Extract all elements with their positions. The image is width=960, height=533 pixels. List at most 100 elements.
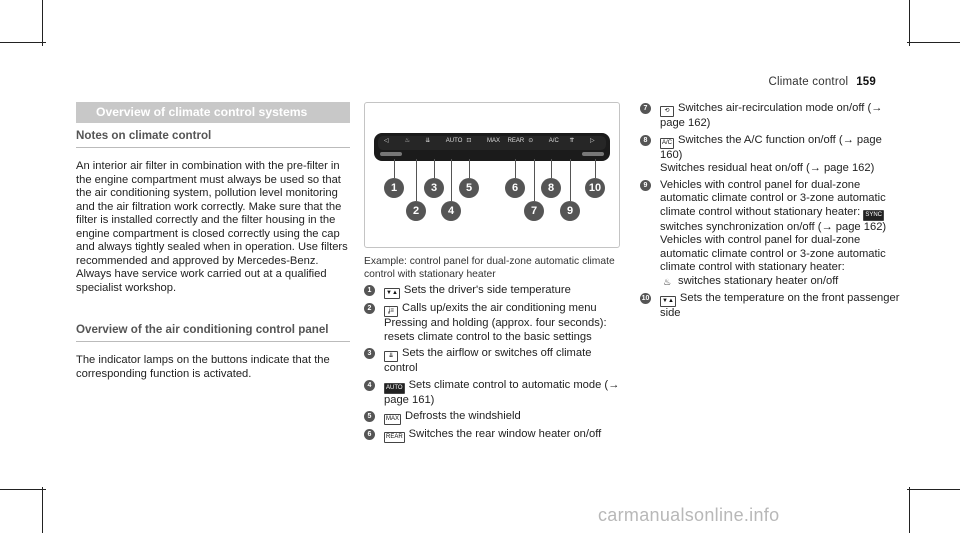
callout-marker-5: 5 <box>459 178 479 198</box>
button-icon: ▼▲ <box>660 295 676 307</box>
callout-list-right: 7 ⟲Switches air-recirculation mode on/off… <box>640 102 902 320</box>
figure-caption: Example: control panel for dual-zone aut… <box>364 256 615 280</box>
running-header: Climate control 159 <box>769 76 877 88</box>
callout-list-middle: 1 ▼▲Sets the driver's side temperature 2 ʝ≡… <box>364 284 626 443</box>
section-title: Overview of climate control systems <box>76 102 350 123</box>
panel-button-glyph: AUTO <box>445 138 463 144</box>
column-left: Overview of climate control systems Note… <box>76 102 350 381</box>
callout-marker-1: 1 <box>384 178 404 198</box>
callout-text: Sets the driver's side temperature <box>403 284 571 296</box>
callout-text: Vehicles with control panel for dual-zon… <box>660 178 886 218</box>
button-icon: ⇊ <box>384 351 398 362</box>
callout-number: 6 <box>364 429 375 440</box>
panel-button-glyph: ⇈ <box>569 138 575 144</box>
callout-item-3: 3 ⇊Sets the airflow or switches off clima… <box>364 347 626 376</box>
panel-button-glyph: ⊡ <box>466 138 472 144</box>
sync-button-icon: SYNC <box>863 209 885 221</box>
callout-number: 9 <box>640 179 651 191</box>
callout-marker-10: 10 <box>585 178 605 198</box>
callout-text: Sets climate control to automatic mode (… <box>384 378 620 406</box>
crop-mark <box>907 489 960 490</box>
callout-item-2: 2 ʝ≡ Calls up/exits the air conditioning m… <box>364 302 626 344</box>
crop-mark <box>0 42 46 43</box>
panel-button-glyph: REAR <box>507 138 525 144</box>
button-icon: ⟲ <box>660 106 674 117</box>
callout-text: Switches air-recirculation mode on/off (… <box>660 102 883 129</box>
panel-button-glyph: A/C <box>548 138 559 144</box>
callout-text: switches synchronization on/off (→ page … <box>660 220 887 233</box>
callout-text: switches stationary heater on/off <box>678 274 839 287</box>
callout-leader-line <box>469 159 470 178</box>
callout-marker-3: 3 <box>424 178 444 198</box>
crop-mark <box>907 42 960 43</box>
callout-extra-text: Switches residual heat on/off (→ page 16… <box>660 162 875 174</box>
callout-marker-8: 8 <box>541 178 561 198</box>
callout-text: Defrosts the windshield <box>405 410 521 422</box>
callout-text: Switches the A/C function on/off (→ page… <box>660 133 882 161</box>
callout-text-variant: Vehicles with control panel for dual-zon… <box>660 234 886 273</box>
panel-heading: Overview of the air conditioning control… <box>76 323 350 342</box>
watermark: carmanualsonline.info <box>598 505 780 525</box>
callout-text: Sets the airflow or switches off climate… <box>384 347 592 374</box>
callout-item-10: 10 ▼▲Sets the temperature on the front pa… <box>640 292 902 321</box>
callout-number: 7 <box>640 103 651 114</box>
callout-leader-line <box>570 159 571 201</box>
panel-button-strip: ◁ ♨ ⇊ AUTO⊡ MAX REAR⊙ A/C ⇈ ▷ <box>378 136 606 150</box>
panel-button-glyph: ◁ <box>384 138 389 144</box>
callout-text-variant-line: ♨ switches stationary heater on/off <box>660 275 902 289</box>
callout-number: 8 <box>640 134 651 146</box>
callout-text: Sets the temperature on the front passen… <box>660 291 900 319</box>
notes-heading: Notes on climate control <box>76 129 350 148</box>
callout-number: 4 <box>364 379 375 391</box>
button-icon: AUTO <box>384 382 405 394</box>
panel-slider-bar <box>380 152 402 156</box>
callout-leader-line <box>416 159 417 201</box>
button-icon: A/C <box>660 137 675 149</box>
callout-leader-line <box>595 159 596 178</box>
button-icon: REAR <box>384 432 405 443</box>
stationary-heater-icon: ♨ <box>662 276 672 287</box>
callout-item-1: 1 ▼▲Sets the driver's side temperature <box>364 284 626 299</box>
callout-leader-line <box>434 159 435 178</box>
panel-button-glyph: MAX <box>487 138 501 144</box>
callout-marker-7: 7 <box>524 201 544 221</box>
header-section: Climate control <box>768 76 849 88</box>
panel-button-glyph: ♨ <box>404 138 410 144</box>
panel-button-glyph: ▷ <box>590 138 595 144</box>
callout-text: Switches the rear window heater on/off <box>408 428 602 440</box>
button-icon: ▼▲ <box>384 288 400 299</box>
callout-item-7: 7 ⟲Switches air-recirculation mode on/off… <box>640 102 902 131</box>
crop-mark <box>0 489 46 490</box>
panel-button-glyph: ⊙ <box>528 138 534 144</box>
crop-mark <box>42 487 43 533</box>
climate-control-panel: ◁ ♨ ⇊ AUTO⊡ MAX REAR⊙ A/C ⇈ ▷ <box>374 133 610 161</box>
panel-button-glyph: ⇊ <box>425 138 431 144</box>
callout-leader-line <box>551 159 552 178</box>
callout-number: 2 <box>364 303 375 314</box>
callout-leader-line <box>394 159 395 178</box>
notes-paragraph: An interior air filter in combination wi… <box>76 160 348 294</box>
panel-paragraph: The indicator lamps on the buttons indic… <box>76 354 330 380</box>
callout-leader-line <box>534 159 535 201</box>
callout-number: 1 <box>364 285 375 296</box>
callout-marker-9: 9 <box>560 201 580 221</box>
crop-mark <box>42 0 43 46</box>
callout-number: 3 <box>364 348 375 359</box>
callout-extra-text: Pressing and holding (approx. four secon… <box>384 317 607 343</box>
page-number: 159 <box>856 76 876 88</box>
button-icon: MAX <box>384 414 402 425</box>
panel-slider-bar <box>582 152 604 156</box>
callout-text: Calls up/exits the air conditioning menu <box>402 302 597 314</box>
callout-leader-line <box>515 159 516 178</box>
callout-leader-line <box>451 159 452 201</box>
button-icon: ʝ≡ <box>384 306 398 317</box>
callout-number: 10 <box>640 292 651 304</box>
crop-mark <box>909 487 910 533</box>
